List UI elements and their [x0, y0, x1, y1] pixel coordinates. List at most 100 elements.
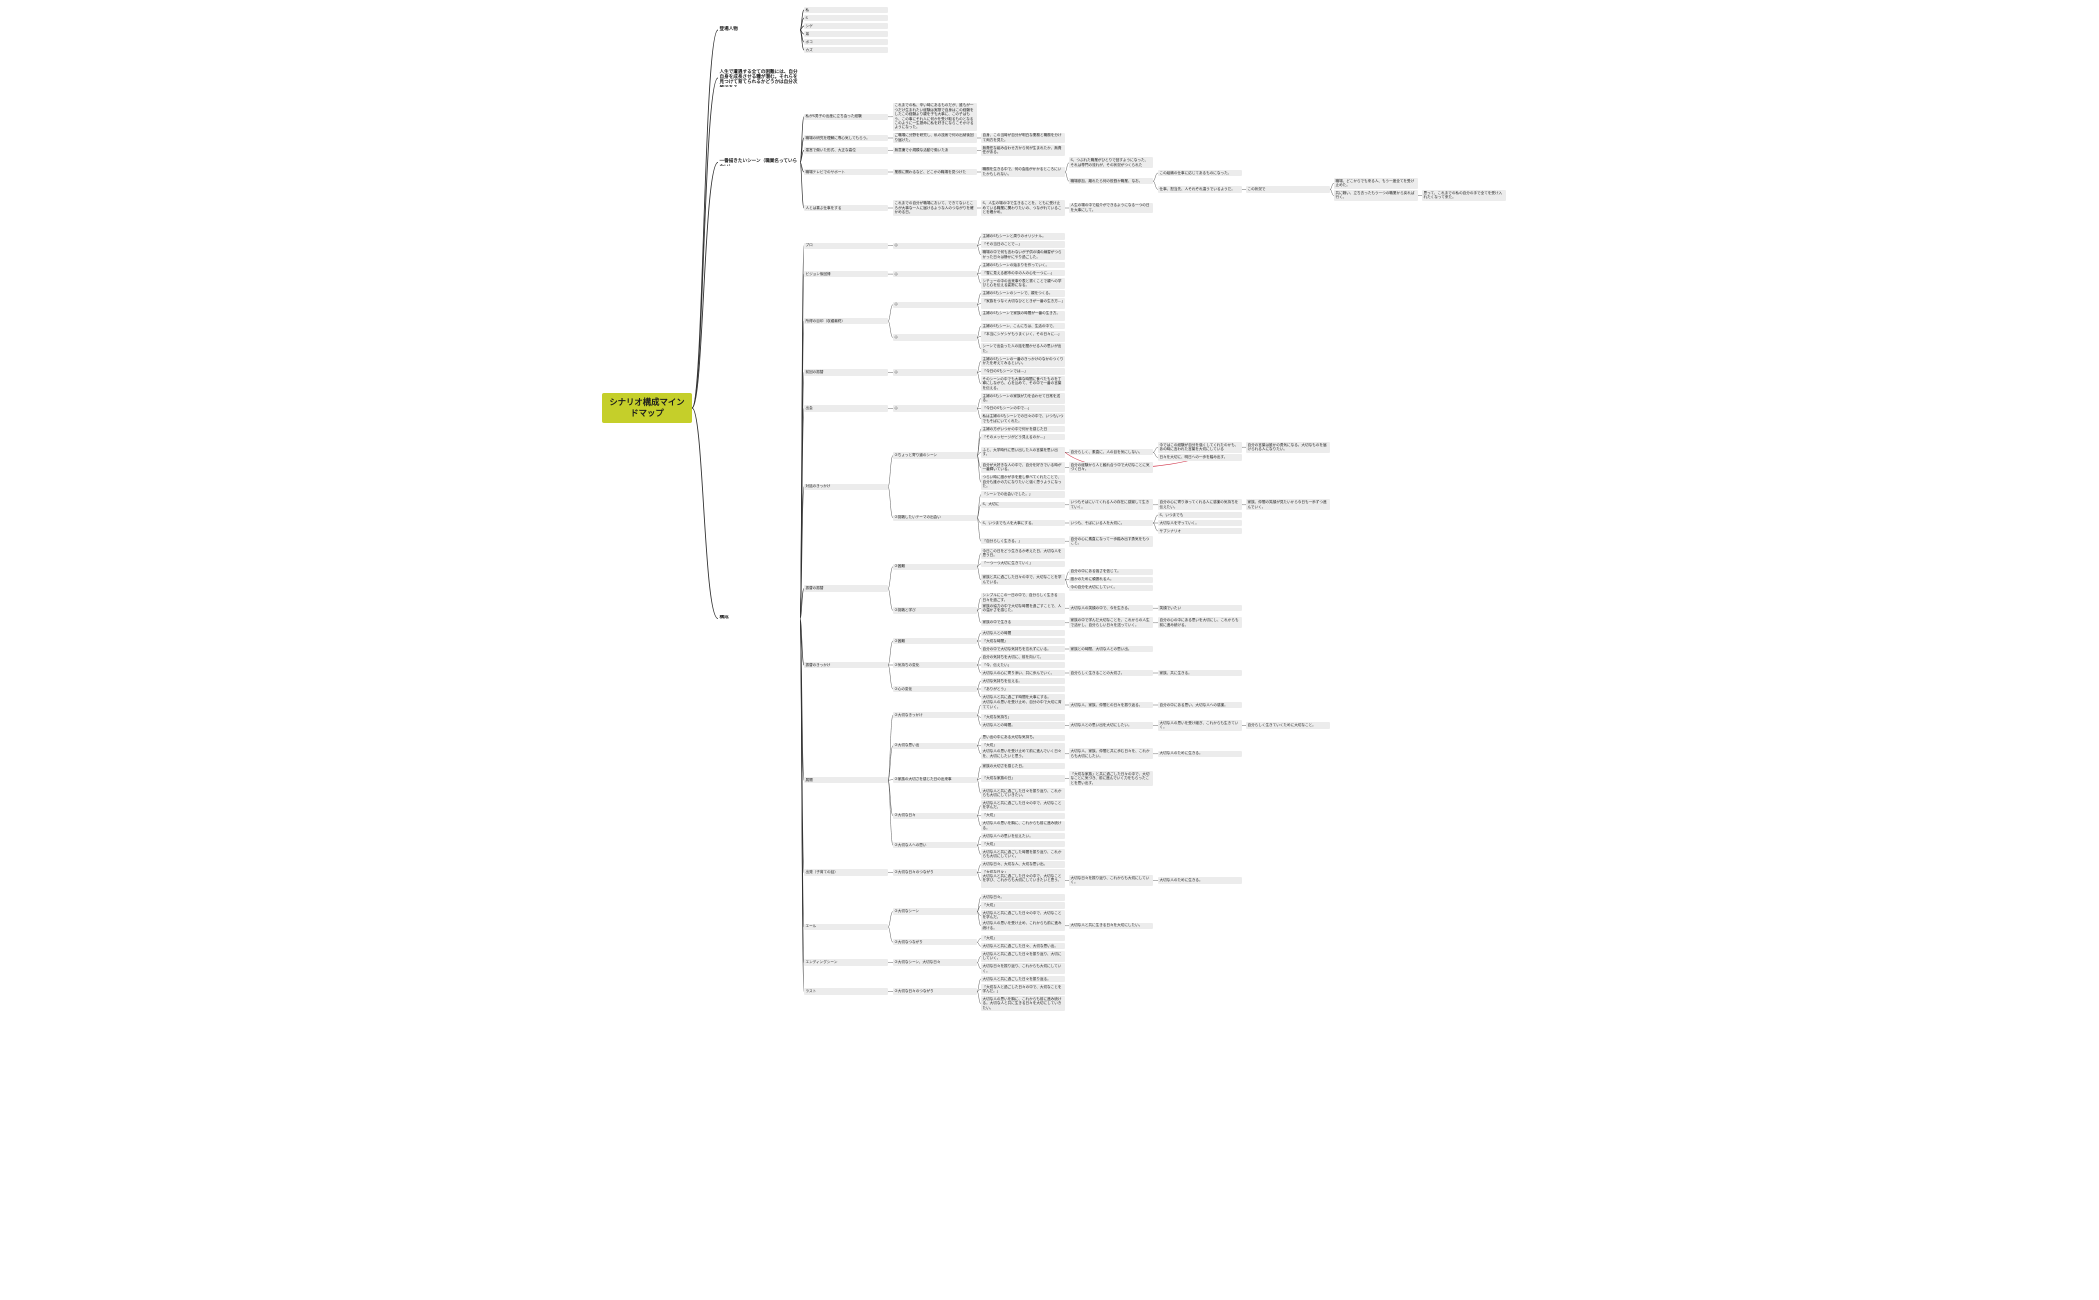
mindmap-node-e4m3[interactable]: 大切な人の思いを胸に、これからも前に進み続ける。大切な人と共に生きる日々を大切に…: [981, 996, 1065, 1012]
mindmap-node-e4h5[interactable]: 「今、伝えたい」: [981, 661, 1065, 669]
mindmap-node-d3a[interactable]: これまでの私、辛い時にあるものだが、誰もが一つだけ生まれたい経験は実際で自身はこ…: [893, 102, 977, 131]
mindmap-node-d4f2[interactable]: ②挑戦したいテーマの出会い: [893, 514, 977, 522]
mindmap-node-e4h1[interactable]: 大切な人との時間: [981, 629, 1065, 637]
mindmap-node-c4m[interactable]: ラスト: [804, 988, 888, 995]
mindmap-node-e4i15[interactable]: 大切な人と共に過ごした時間を振り返り、これからも大切にしていく。: [981, 849, 1065, 860]
mindmap-node-e4c6[interactable]: シーンで出会った人の話を聞かせる人の思いが出た。: [981, 343, 1065, 355]
mindmap-node-e4k3[interactable]: 大切な人と共に過ごした日々の中で、大切なことを学んだ。: [981, 910, 1065, 921]
mindmap-node-c3a[interactable]: 私がS男子の出産に立ち会った経験: [804, 113, 888, 120]
mindmap-node-c1a[interactable]: 私: [804, 6, 888, 14]
mindmap-node-f4h1[interactable]: 家族との時間、大切な人との思い出。: [1069, 645, 1153, 653]
mindmap-node-e4h8[interactable]: 「ありがとう」: [981, 685, 1065, 693]
mindmap-node-e4j1[interactable]: 大切な日々、大切な人、大切な思い出。: [981, 861, 1065, 868]
mindmap-node-g4i2[interactable]: 大切な人の思いを受け継ぎ、これからも生きていく。: [1158, 720, 1242, 731]
mindmap-node-e4f5[interactable]: つらい時に誰かが手を差し伸べてくれたことで、自分も誰かの力になりたいと強く思うよ…: [981, 474, 1065, 490]
mindmap-node-j3d[interactable]: 思って、これまでの私の自分の手で全てを受け入れたくなって来た。: [1422, 190, 1506, 201]
mindmap-node-e4c2[interactable]: 「家族をつなぐ大切なひとときが一番の生き方…」: [981, 298, 1065, 309]
mindmap-node-g4j1[interactable]: 大切な人のために生きる。: [1158, 877, 1242, 884]
mindmap-node-c1b[interactable]: S: [804, 14, 888, 22]
mindmap-node-d4j[interactable]: ②大切な日々のつながり: [893, 869, 977, 876]
mindmap-node-e4i12[interactable]: 大切な人の思いを胸に、これからも前に進み続ける。: [981, 820, 1065, 832]
mindmap-node-e4d1[interactable]: 主婦のSもシーンの一番のきっかけのなかのつくりかたを考えてみるといい。: [981, 355, 1065, 367]
mindmap-node-c4f[interactable]: 対話のきっかけ: [804, 483, 888, 490]
mindmap-node-e4e2[interactable]: 「今日のSもシーンの中で…」: [981, 405, 1065, 412]
mindmap-node-e4i8[interactable]: 「大切な家族の日」: [981, 775, 1065, 782]
mindmap-node-f4f3[interactable]: いつもそばにいてくれる人の存在に感謝して生きていく。: [1069, 499, 1153, 511]
mindmap-node-f4i1[interactable]: 大切な人、家族、仲間との日々を振り返る。: [1069, 701, 1153, 709]
mindmap-node-e4i2[interactable]: 「大切な気持ち」: [981, 714, 1065, 721]
mindmap-node-f4g1[interactable]: 自分の中にある強さを信じて。: [1069, 568, 1153, 575]
mindmap-node-d4c1[interactable]: ◎: [893, 301, 977, 308]
mindmap-node-d3c[interactable]: 無意識で小規模な活動で働いたあ: [893, 147, 977, 154]
mindmap-node-e4c3[interactable]: 主婦のSもシーンで家族の時間が一番の生き方。: [981, 310, 1065, 322]
mindmap-node-e4a2[interactable]: 「その当日のことで…」: [981, 241, 1065, 248]
mindmap-node-e4m2[interactable]: 「大切な人と過ごした日々の中で、大切なことを学んだ。」: [981, 983, 1065, 995]
mindmap-node-e4m1[interactable]: 大切な人と共に過ごした日々を振り返る。: [981, 975, 1065, 983]
mindmap-node-e4b3[interactable]: シチューの中の出来事や表と書くことで親への学びと心を伝える姿勢になる。: [981, 277, 1065, 289]
mindmap-node-e4c1[interactable]: 主婦のSもシーンのシーンで、親をつくる。: [981, 290, 1065, 297]
mindmap-node-e4i13[interactable]: 大切な人への思いを伝えたい。: [981, 833, 1065, 840]
mindmap-node-d4b[interactable]: ◎: [893, 270, 977, 278]
mindmap-node-c1d[interactable]: 弟: [804, 30, 888, 38]
mindmap-node-e4h7[interactable]: 大切な気持ちを伝える。: [981, 677, 1065, 685]
mindmap-node-e4h6[interactable]: 大切な人の心に寄り添い、共に歩んでいく。: [981, 669, 1065, 677]
mindmap-node-c1c[interactable]: シゲ: [804, 22, 888, 30]
mindmap-node-h4f2[interactable]: 家族、仲間の笑顔が見たいから今日も一歩ずつ進んでいく。: [1246, 499, 1330, 511]
mindmap-node-e4i3[interactable]: 大切な人との時間。: [981, 722, 1065, 729]
mindmap-node-e3d[interactable]: 職務を生きる中で、何の会話がかかるところにいたかもしれない。: [981, 166, 1065, 178]
mindmap-node-d4i3[interactable]: ②家族の大切さを感じた日の出来事: [893, 776, 977, 783]
mindmap-node-e4i11[interactable]: 「大切」: [981, 812, 1065, 819]
mindmap-node-e4j2[interactable]: 「大切な日々」: [981, 869, 1065, 876]
mindmap-node-e4i9[interactable]: 大切な人と共に過ごした日々を振り返り、これからも大切にしていきたい。: [981, 787, 1065, 799]
mindmap-node-b3[interactable]: 一番描きたいシーン（職業名っていらない）: [719, 159, 798, 166]
mindmap-node-e4f7[interactable]: S、大切に: [981, 501, 1065, 508]
mindmap-node-e3c[interactable]: 無責任な組み合わせ方から何が生まれたか、無責任がある。: [981, 145, 1065, 156]
mindmap-node-f4g2[interactable]: 誰かのために頑張れる人。: [1069, 576, 1153, 583]
mindmap-node-e4h3[interactable]: 自分の中で大切な気持ちを忘れずにいる。: [981, 645, 1065, 653]
mindmap-node-e4c4[interactable]: 主婦のSもシーン、こんにちは、生活の中で。: [981, 323, 1065, 330]
mindmap-node-c4j[interactable]: 出発（子育ての話）: [804, 869, 888, 876]
mindmap-node-e4g6[interactable]: 家族の中で生きる: [981, 619, 1065, 626]
mindmap-node-f4g3[interactable]: 今の自分を大切にしていく。: [1069, 584, 1153, 591]
mindmap-node-c4i[interactable]: 展開: [804, 777, 888, 784]
mindmap-node-e4l1[interactable]: 大切な人と共に過ごした日々を振り返り、大切にしていく。: [981, 951, 1065, 962]
mindmap-node-e4i7[interactable]: 家族の大切さを感じた日。: [981, 763, 1065, 770]
mindmap-node-f4h2[interactable]: 自分らしく生きることの大切さ。: [1069, 669, 1153, 677]
mindmap-node-e4d2[interactable]: 「今日のSもシーンでは…」: [981, 368, 1065, 375]
mindmap-node-f4f2[interactable]: 自分の経験から人と触れ合う中で大切なことに気づく日々。: [1069, 462, 1153, 473]
mindmap-node-g4f1[interactable]: 今ではこの経験が自分を強くしてくれたのかも、あの時に言われた言葉を大切にしている: [1158, 441, 1242, 453]
mindmap-node-g4f5[interactable]: 大切な人を守っていく。: [1158, 519, 1242, 527]
mindmap-node-d4k1[interactable]: ②大切なシーン: [893, 908, 977, 915]
mindmap-node-e4i6[interactable]: 大切な人の思いを受け止めて前に進んでいく日々を、大切にしたいと思う。: [981, 748, 1065, 760]
mindmap-node-c1f[interactable]: カズ: [804, 46, 888, 54]
mindmap-node-e4g5[interactable]: 家族の協力の中で大切な時間を過ごすことで、人の温かさを感じた。: [981, 602, 1065, 614]
mindmap-node-f4f1[interactable]: 自分らしく、素直に、人の目を気にしない。: [1069, 449, 1153, 456]
mindmap-node-d4m[interactable]: ②大切な日々のつながり: [893, 988, 977, 995]
mindmap-node-c4b[interactable]: ビジョン後回帰: [804, 270, 888, 278]
mindmap-node-d3d[interactable]: 業務に関わるなど、どこかの職場を見つけた: [893, 168, 977, 176]
mindmap-node-h3d[interactable]: この状況で: [1246, 186, 1330, 193]
mindmap-node-e3e[interactable]: S、人生の場の中で生きることを、ともに受け止めている職業に関わりたいの、つながれ…: [981, 200, 1065, 216]
mindmap-node-g3d1[interactable]: この組織の仕事に応じてあるものになった。: [1158, 169, 1242, 177]
mindmap-node-f4i4[interactable]: 「大切な家族」と共に過ごした日々の中で、大切なことに気づき、前に進んでいく力をも…: [1069, 771, 1153, 787]
mindmap-node-d4h1[interactable]: ②困難: [893, 637, 977, 645]
mindmap-node-g4i3[interactable]: 大切な人のために生きる。: [1158, 750, 1242, 757]
mindmap-node-e4e3[interactable]: 私は主婦のSもシーンでの日々の中で、いつもいつでもそばにいてくれた。: [981, 413, 1065, 425]
mindmap-node-f3e[interactable]: 人生の場の中で紹介ができるようになる一つの日を大事にして。: [1069, 202, 1153, 214]
mindmap-node-c4k[interactable]: エール: [804, 923, 888, 931]
mindmap-node-c3b[interactable]: 職場の研究を理解に専心気してもらう。: [804, 134, 888, 142]
mindmap-node-f4f5[interactable]: 自分の心に素直になって一歩踏み出す勇気をもつこと。: [1069, 535, 1153, 547]
mindmap-node-e4e1[interactable]: 主婦のSもシーンの家族が力を合わせて日常を送る。: [981, 393, 1065, 404]
mindmap-node-d4i5[interactable]: ②大切な人への思い: [893, 842, 977, 849]
mindmap-node-d4l[interactable]: ②大切なシーン、大切な日々: [893, 959, 977, 966]
mindmap-node-f4i3[interactable]: 大切な人、家族、仲間と共に歩む日々を、これからも大切にしたい。: [1069, 748, 1153, 760]
mindmap-node-c4c[interactable]: 所得の目印（収穫最終）: [804, 317, 888, 325]
mindmap-node-c3e[interactable]: 人とは喜ぶ仕事をする: [804, 204, 888, 212]
mindmap-node-e4d3[interactable]: そのシーンの中でも大事な時間に食べたものを丁寧にしながら、心を込めて、その中で一…: [981, 376, 1065, 392]
mindmap-node-f4g4[interactable]: 大切な人の笑顔の中で、今を生きる。: [1069, 605, 1153, 612]
mindmap-node-e4f8[interactable]: S、いつまでも人を大事にする。: [981, 519, 1065, 527]
mindmap-node-e4b1[interactable]: 主婦のSもシーンの始まりを作っていく。: [981, 261, 1065, 269]
mindmap-node-e4g2[interactable]: 「一つ一つ大切に生きていく」: [981, 560, 1065, 567]
mindmap-node-c4a[interactable]: プロ: [804, 242, 888, 249]
mindmap-node-d4i4[interactable]: ②大切な日々: [893, 812, 977, 819]
